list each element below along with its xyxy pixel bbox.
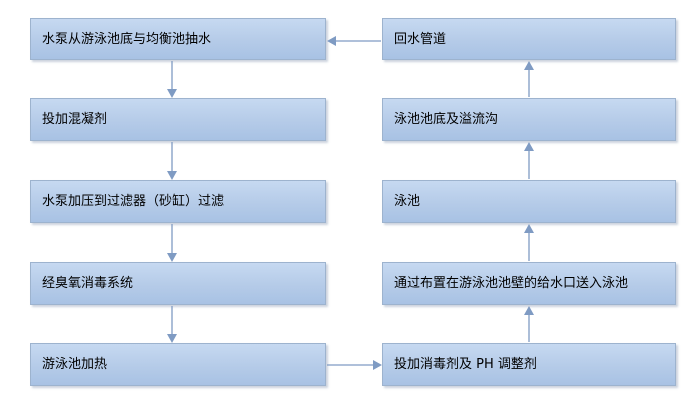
arrow-up: [524, 142, 534, 179]
step-pump-draw-water: 水泵从游泳池底与均衡池抽水: [30, 18, 326, 60]
step-label: 水泵加压到过滤器（砂缸）过滤: [42, 194, 225, 209]
step-label: 通过布置在游泳池池壁的给水口送入泳池: [394, 276, 629, 291]
step-pool-bottom-overflow: 泳池池底及溢流沟: [382, 98, 676, 141]
step-pool-heating: 游泳池加热: [30, 343, 326, 386]
step-pressurized-filtration: 水泵加压到过滤器（砂缸）过滤: [30, 180, 326, 223]
step-label: 泳池池底及溢流沟: [394, 112, 499, 127]
arrow-up: [524, 306, 534, 342]
step-label: 水泵从游泳池底与均衡池抽水: [42, 31, 212, 47]
step-label: 投加混凝剂: [42, 112, 108, 127]
step-inlet-feed: 通过布置在游泳池池壁的给水口送入泳池: [382, 262, 676, 305]
arrow-down: [167, 306, 177, 343]
arrow-down: [167, 61, 177, 98]
step-pool: 泳池: [382, 180, 676, 223]
arrow-left: [327, 36, 381, 46]
arrow-down: [167, 142, 177, 180]
step-add-disinfectant-ph: 投加消毒剂及 PH 调整剂: [382, 343, 676, 386]
step-label: 经臭氧消毒系统: [42, 276, 134, 291]
step-add-coagulant: 投加混凝剂: [30, 98, 326, 141]
step-label: 游泳池加热: [42, 357, 108, 372]
step-label: 泳池: [394, 194, 421, 209]
arrow-up: [524, 61, 534, 97]
step-ozone-disinfection: 经臭氧消毒系统: [30, 262, 326, 305]
step-return-pipe: 回水管道: [382, 18, 676, 60]
step-label: 投加消毒剂及 PH 调整剂: [394, 357, 537, 372]
arrow-up: [524, 224, 534, 261]
step-label: 回水管道: [394, 31, 447, 47]
arrow-down: [167, 224, 177, 262]
arrow-right: [327, 360, 382, 370]
